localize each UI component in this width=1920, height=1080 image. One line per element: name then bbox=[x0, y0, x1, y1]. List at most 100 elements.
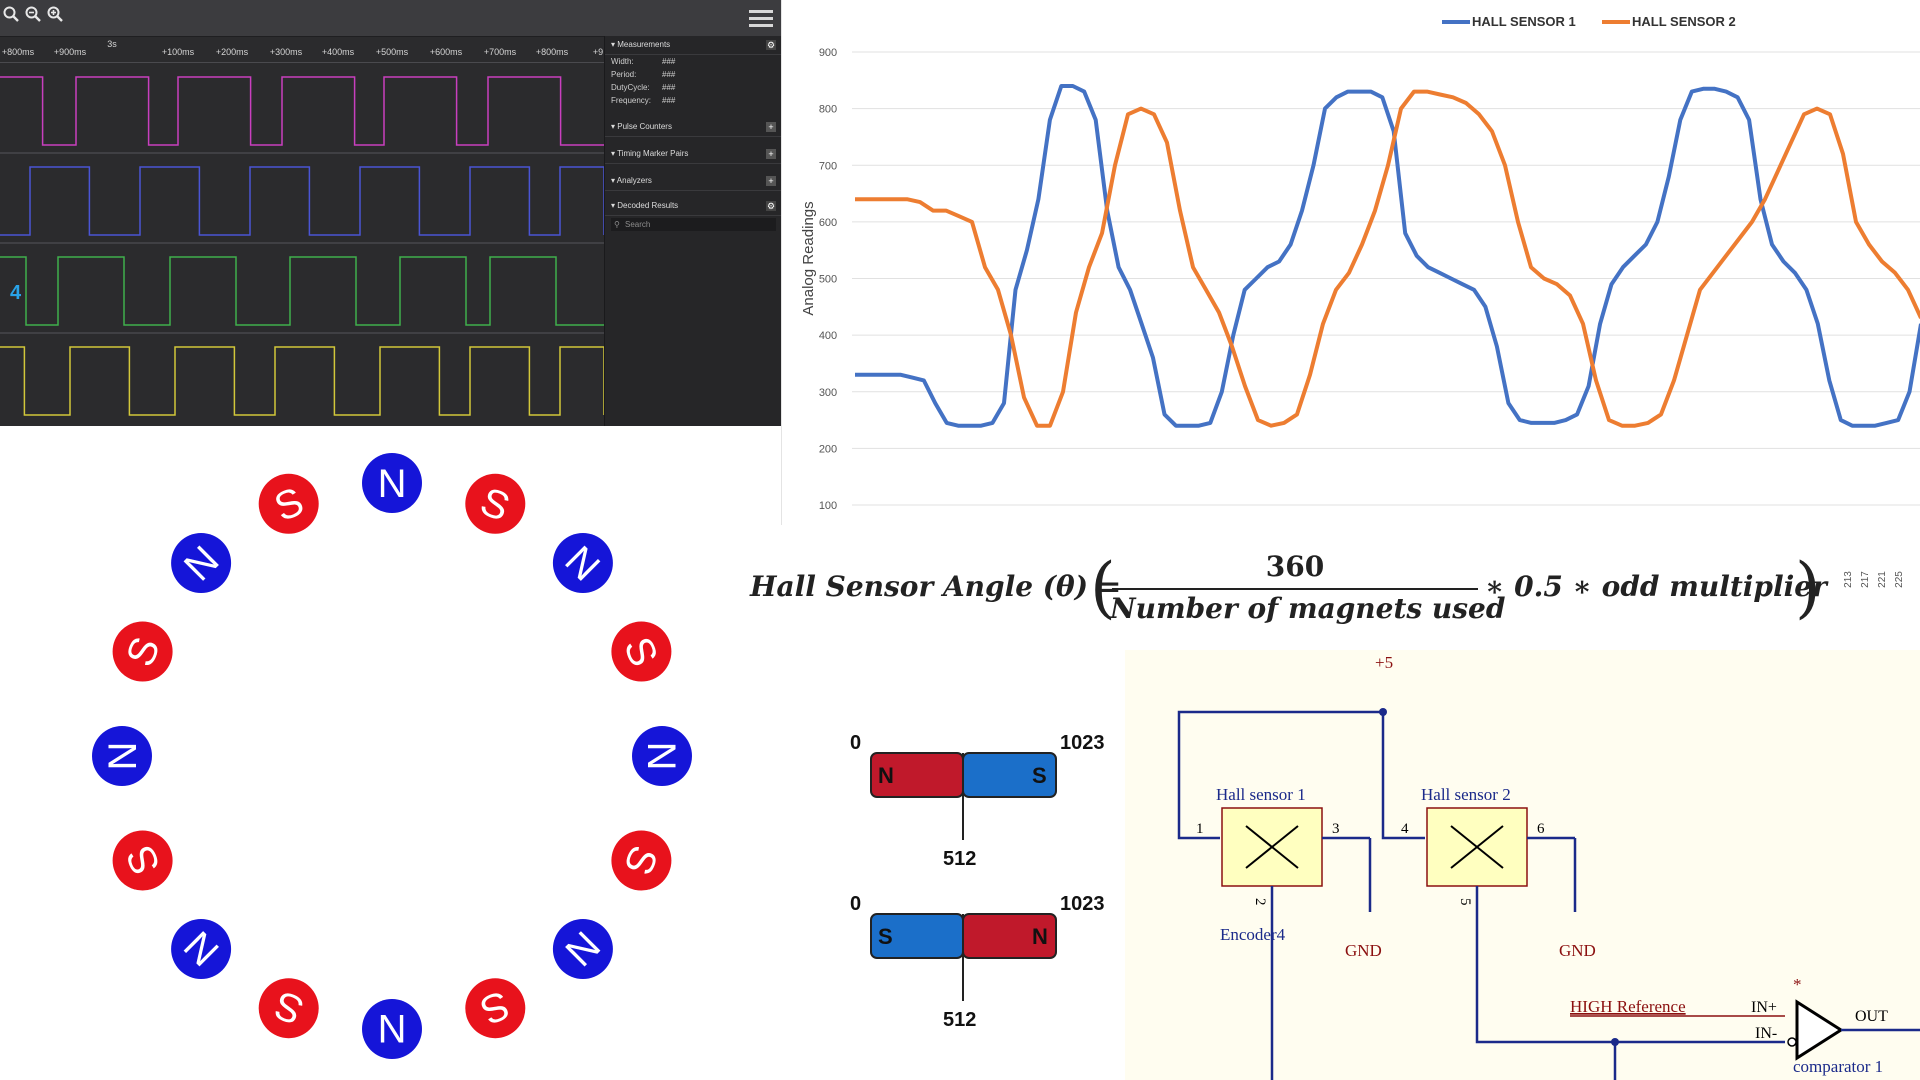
series-line-1 bbox=[855, 84, 1920, 428]
pole-letter: N bbox=[378, 1006, 407, 1050]
formula-open-paren: ( bbox=[1090, 549, 1116, 626]
channel-4-waveform bbox=[0, 346, 604, 416]
measurement-row: Width: ### bbox=[605, 55, 781, 68]
measurement-value: ### bbox=[662, 96, 676, 105]
ruler-major-tick: 3s bbox=[107, 39, 117, 49]
add-analyzer-icon[interactable]: + bbox=[766, 176, 776, 186]
magnet-pole-north: N bbox=[552, 919, 613, 979]
search-icon: ⚲ bbox=[614, 220, 620, 229]
magnet-pole-south: S bbox=[611, 621, 672, 682]
bar-left-value: 0 bbox=[850, 732, 861, 754]
bar-left-pole: S bbox=[878, 924, 893, 949]
comparator-label: comparator 1 bbox=[1793, 1057, 1883, 1076]
gnd-label: GND bbox=[1345, 941, 1382, 960]
zoom-in-icon[interactable] bbox=[44, 6, 66, 28]
junction-dot bbox=[1611, 1038, 1619, 1046]
pin-label: 2 bbox=[1252, 898, 1268, 906]
measurement-row: Frequency:### bbox=[605, 94, 781, 107]
supply-label: +5 bbox=[1375, 653, 1393, 672]
magnet-pole-north: N bbox=[632, 726, 692, 786]
bar-right-pole: N bbox=[1032, 924, 1048, 949]
magnet-pole-north: N bbox=[362, 453, 422, 513]
magnet-pole-north: N bbox=[171, 533, 232, 593]
time-ruler: 3s +800ms+900ms+100ms+200ms+300ms+400ms+… bbox=[0, 36, 604, 63]
pulse-counters-section[interactable]: ▾ Pulse Counters + bbox=[605, 118, 781, 137]
measurement-row: DutyCycle:### bbox=[605, 81, 781, 94]
junction-dot bbox=[1379, 708, 1387, 716]
ruler-tick: +600ms bbox=[429, 47, 463, 57]
measurement-value: ### bbox=[662, 70, 676, 79]
measurements-header[interactable]: ▾ Measurements bbox=[605, 36, 781, 55]
analyzer-toolbar bbox=[0, 0, 781, 37]
comparator-in-minus: IN- bbox=[1755, 1025, 1777, 1042]
y-tick-label: 600 bbox=[819, 217, 837, 229]
edge-number: 217 bbox=[1859, 571, 1871, 588]
formula-numerator: 360 bbox=[1265, 550, 1325, 583]
pole-circle bbox=[632, 726, 692, 786]
formula-close-paren: ) bbox=[1795, 549, 1821, 626]
bar-right-pole: S bbox=[1032, 763, 1047, 788]
measurement-value: ### bbox=[662, 57, 676, 66]
y-tick-label: 200 bbox=[819, 443, 837, 455]
comparator-in-plus: IN+ bbox=[1751, 999, 1777, 1016]
channel-2-waveform bbox=[0, 166, 604, 236]
edge-number: 221 bbox=[1876, 571, 1888, 588]
search-icon[interactable] bbox=[0, 6, 22, 28]
pole-circle bbox=[611, 621, 672, 682]
y-tick-label: 300 bbox=[819, 387, 837, 399]
pole-letter: N bbox=[378, 462, 407, 506]
ruler-tick: +800ms bbox=[535, 47, 569, 57]
hall-cross bbox=[1245, 825, 1299, 869]
measurements-section: ▾ Measurements ⚙ Width: ### Period: ### Duty… bbox=[605, 36, 781, 107]
bar-center-value: 512 bbox=[943, 1009, 976, 1031]
waveform-area[interactable] bbox=[0, 63, 604, 426]
ruler-tick: +800ms bbox=[1, 47, 35, 57]
pulse-counters-label: Pulse Counters bbox=[617, 122, 672, 131]
pole-circle bbox=[258, 978, 319, 1039]
decoded-results-label: Decoded Results bbox=[617, 201, 679, 210]
hall-sensor-title: Hall sensor 1 bbox=[1216, 785, 1306, 804]
timing-marker-pairs-section[interactable]: ▾ Timing Marker Pairs + bbox=[605, 145, 781, 164]
magnet-pole-south: S bbox=[112, 621, 173, 682]
decoded-results-section[interactable]: ▾ Decoded Results ⚙ ⚲ Search bbox=[605, 197, 781, 233]
pin-label: 4 bbox=[1401, 821, 1409, 837]
hall-sensor-title: Hall sensor 2 bbox=[1421, 785, 1511, 804]
measurement-label: Period: bbox=[611, 70, 637, 79]
pole-circle bbox=[258, 473, 319, 534]
gear-icon[interactable]: ⚙ bbox=[766, 201, 776, 211]
pin-label: 5 bbox=[1457, 898, 1473, 906]
zoom-out-icon[interactable] bbox=[22, 6, 44, 28]
hall-cross bbox=[1450, 825, 1504, 869]
inverting-bubble bbox=[1787, 1037, 1797, 1047]
magnet-pole-south: S bbox=[112, 830, 173, 891]
fraction-bar bbox=[1112, 588, 1478, 590]
comparator-out: OUT bbox=[1855, 1008, 1888, 1025]
timing-marker-pairs-label: Timing Marker Pairs bbox=[617, 149, 689, 158]
angle-formula: Hall Sensor Angle (θ) = ( 360 Number of … bbox=[740, 540, 1920, 630]
magnet-pole-south: S bbox=[258, 473, 319, 534]
pole-circle bbox=[171, 919, 232, 979]
measurement-label: Width: bbox=[611, 57, 634, 66]
hamburger-icon[interactable] bbox=[749, 6, 773, 30]
series-line-2 bbox=[855, 89, 1920, 428]
add-timing-marker-icon[interactable]: + bbox=[766, 149, 776, 159]
analyzers-label: Analyzers bbox=[616, 176, 652, 185]
bar-center-value: 512 bbox=[943, 848, 976, 870]
decoded-search-input[interactable]: ⚲ Search bbox=[611, 218, 776, 231]
bar-left-value: 0 bbox=[850, 893, 861, 915]
pin-label: 3 bbox=[1332, 821, 1340, 837]
channel-1-waveform bbox=[0, 76, 604, 146]
magnet-pole-south: S bbox=[465, 473, 526, 534]
add-pulse-counter-icon[interactable]: + bbox=[766, 122, 776, 132]
y-tick-label: 400 bbox=[819, 330, 837, 342]
gear-icon[interactable]: ⚙ bbox=[766, 40, 776, 50]
bar-right-value: 1023 bbox=[1060, 893, 1105, 915]
edge-number: 213 bbox=[1842, 571, 1854, 588]
comparator-symbol bbox=[1795, 999, 1844, 1061]
analyzer-sidebar: ▾ Measurements ⚙ Width: ### Period: ### Duty… bbox=[604, 36, 781, 426]
bar-left-pole: N bbox=[878, 763, 894, 788]
pole-letter: N bbox=[101, 742, 145, 771]
analyzers-section[interactable]: ▾ Analyzers + bbox=[605, 172, 781, 191]
